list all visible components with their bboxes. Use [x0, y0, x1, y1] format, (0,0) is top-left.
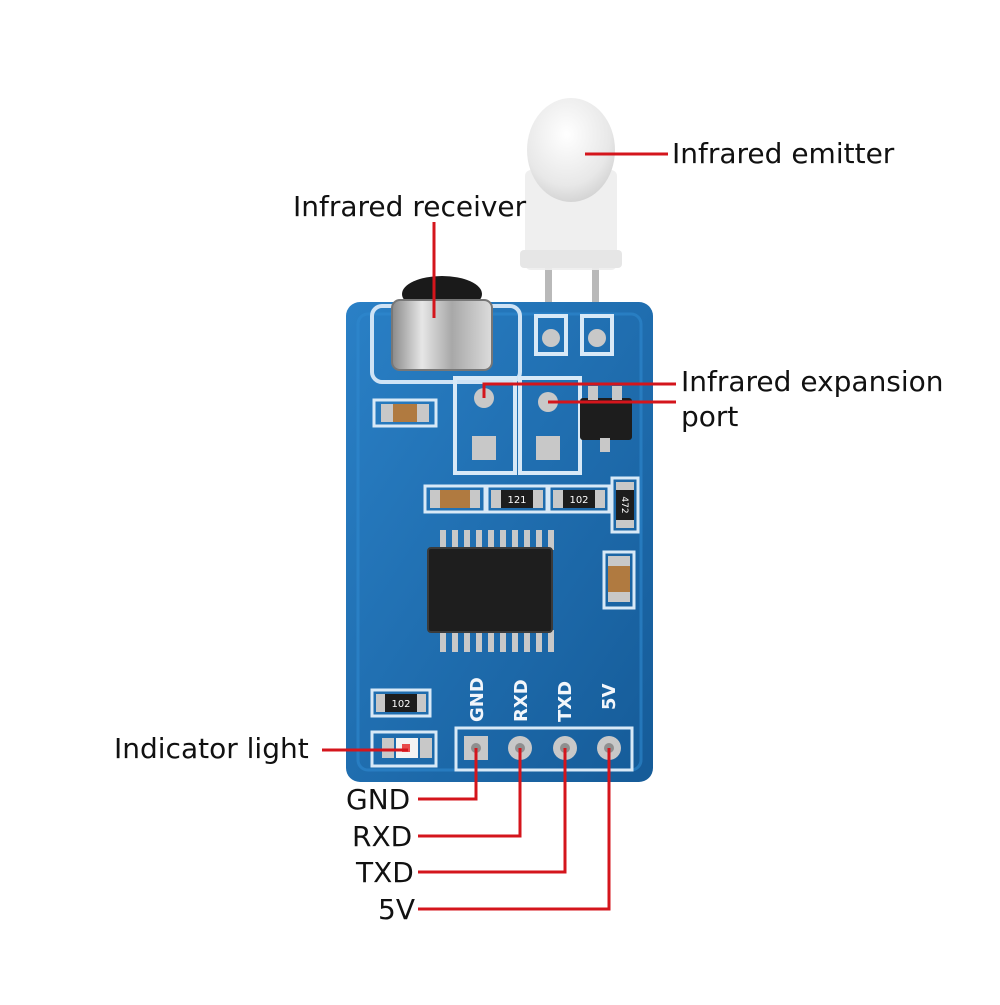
label-5v: 5V	[378, 893, 415, 926]
resistor-row: 121 102 472	[423, 476, 640, 534]
label-rxd: RXD	[352, 820, 413, 853]
expansion-pin	[536, 436, 560, 460]
silkscreen-5v-label: 5V	[599, 683, 620, 710]
label-gnd: GND	[346, 783, 411, 816]
capacitor	[393, 404, 417, 422]
leader-5v	[418, 748, 611, 911]
leader-gnd	[418, 748, 478, 801]
silkscreen-gnd-label: GND	[467, 677, 488, 722]
label-indicator-light: Indicator light	[114, 732, 309, 765]
capacitor	[608, 566, 630, 592]
leader-lines	[322, 152, 676, 911]
resistor-code-label: 102	[391, 699, 410, 710]
label-infrared-receiver: Infrared receiver	[293, 190, 527, 223]
ic-chip	[427, 530, 554, 652]
label-infrared-expansion-port-line1: Infrared expansion	[681, 365, 944, 398]
infrared-emitter	[527, 98, 615, 202]
leader-txd	[418, 748, 567, 874]
label-txd: TXD	[356, 856, 414, 889]
silkscreen-rxd-label: RXD	[511, 679, 532, 722]
resistor-code-label: 121	[507, 495, 526, 506]
silkscreen-txd-label: TXD	[555, 681, 576, 722]
resistor-code-label: 102	[569, 495, 588, 506]
label-infrared-emitter: Infrared emitter	[672, 137, 895, 170]
infrared-receiver	[391, 299, 493, 371]
expansion-pin	[472, 436, 496, 460]
infrared-emitter-body	[525, 170, 617, 270]
transistor	[580, 398, 632, 440]
resistor-code-label: 472	[619, 496, 629, 513]
label-infrared-expansion-port-line2: port	[681, 400, 739, 433]
pin-header-outline	[454, 726, 634, 772]
leader-rxd	[418, 748, 522, 838]
leader-expansion-1	[482, 382, 676, 398]
